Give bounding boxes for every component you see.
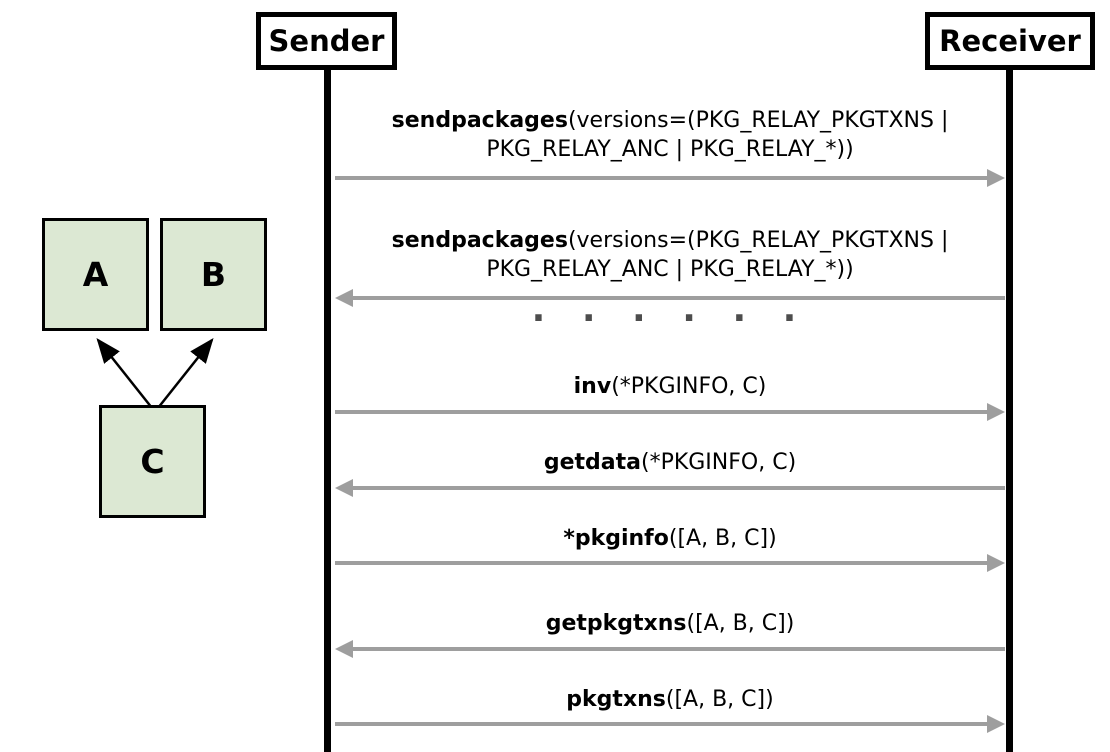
dag-node-b-label: B	[200, 255, 227, 294]
actor-sender-label: Sender	[268, 24, 385, 58]
sender-lifeline	[324, 64, 331, 752]
message-6-arrow-left-icon	[335, 640, 1005, 658]
message-4-label: getdata(*PKGINFO, C)	[334, 448, 1006, 477]
message-5-args: ([A, B, C])	[668, 526, 777, 551]
dag-node-a-label: A	[82, 255, 109, 294]
message-1-name: sendpackages	[391, 108, 568, 133]
message-4-args: (*PKGINFO, C)	[640, 450, 797, 475]
message-1-arrow-right-icon	[335, 169, 1005, 187]
dag-node-c: C	[99, 405, 206, 518]
actor-sender: Sender	[256, 12, 397, 70]
dag-node-c-label: C	[140, 442, 165, 481]
message-3-arrow-right-icon	[335, 403, 1005, 421]
message-3-args: (*PKGINFO, C)	[611, 374, 767, 399]
ellipsis-dots: · · · · · ·	[531, 298, 809, 339]
message-7-arrow-right-icon	[335, 715, 1005, 733]
message-6-name: getpkgtxns	[545, 611, 687, 636]
message-3-label: inv(*PKGINFO, C)	[334, 372, 1006, 401]
message-6-args: ([A, B, C])	[686, 611, 795, 636]
message-2-label: sendpackages(versions=(PKG_RELAY_PKGTXNS…	[334, 226, 1006, 284]
message-7-label: pkgtxns([A, B, C])	[334, 685, 1006, 714]
message-5-label: *pkginfo([A, B, C])	[334, 524, 1006, 553]
message-6-label: getpkgtxns([A, B, C])	[334, 609, 1006, 638]
message-1-args: (versions=(PKG_RELAY_PKGTXNS | PKG_RELAY…	[486, 108, 949, 162]
message-7-name: pkgtxns	[566, 687, 666, 712]
receiver-lifeline	[1006, 64, 1013, 752]
message-2-arrow-left-icon	[335, 289, 1005, 307]
message-4-arrow-left-icon	[335, 479, 1005, 497]
message-3-name: inv	[573, 374, 612, 399]
message-1-label: sendpackages(versions=(PKG_RELAY_PKGTXNS…	[334, 106, 1006, 164]
message-7-args: ([A, B, C])	[665, 687, 774, 712]
dag-node-a: A	[42, 218, 149, 331]
message-5-arrow-right-icon	[335, 554, 1005, 572]
message-4-name: getdata	[543, 450, 641, 475]
actor-receiver: Receiver	[925, 12, 1095, 70]
message-2-name: sendpackages	[391, 228, 568, 253]
message-5-name: *pkginfo	[563, 526, 669, 551]
actor-receiver-label: Receiver	[939, 24, 1081, 58]
dag-edge-arrows-icon	[96, 338, 214, 409]
dag-node-b: B	[160, 218, 267, 331]
message-2-args: (versions=(PKG_RELAY_PKGTXNS | PKG_RELAY…	[486, 228, 949, 282]
